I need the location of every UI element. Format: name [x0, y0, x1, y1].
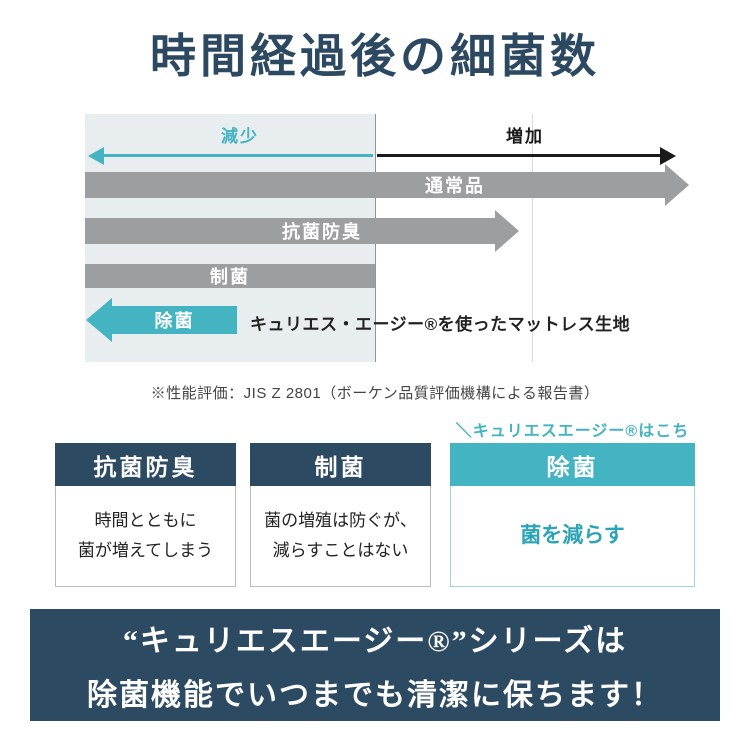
card-sterilizing-body: 菌を減らす	[450, 486, 695, 587]
card-antibacterial-deodorant-header: 抗菌防臭	[55, 443, 236, 486]
bar-regular-product: 通常品	[85, 172, 665, 198]
comparison-section: ＼キュリエスエージー®はこちら／ 抗菌防臭 時間とともに 菌が増えてしまう 制菌…	[0, 417, 750, 589]
card-bacteriostatic-body: 菌の増殖は防ぐが、 減らすことはない	[250, 486, 431, 587]
card-antibacterial-deodorant: 抗菌防臭 時間とともに 菌が増えてしまう	[55, 443, 236, 587]
bar-antibacterial-deodorant-label: 抗菌防臭	[282, 222, 362, 242]
bar-antibacterial-deodorant: 抗菌防臭	[85, 218, 495, 244]
bar-sterilizing: 除菌	[112, 306, 237, 334]
performance-footnote: ※性能評価：JIS Z 2801（ボーケン品質評価機構による報告書）	[150, 385, 600, 402]
increase-direction-arrow	[377, 154, 660, 157]
bar-bacteriostatic-label: 制菌	[210, 267, 250, 287]
bacteria-count-chart: 減少 増加 通常品 抗菌防臭 制菌 除菌 キュリエス・エージー®を使ったマットレ…	[0, 110, 750, 372]
card-antibacterial-deodorant-body: 時間とともに 菌が増えてしまう	[55, 486, 236, 587]
grid-line	[532, 114, 533, 362]
card-bacteriostatic: 制菌 菌の増殖は防ぐが、 減らすことはない	[250, 443, 431, 587]
banner-line1: “キュリエスエージー®”シリーズは	[122, 625, 628, 658]
mattress-fabric-note: キュリエス・エージー®を使ったマットレス生地	[250, 315, 631, 334]
card-bacteriostatic-header: 制菌	[250, 443, 431, 486]
bottom-banner: “キュリエスエージー®”シリーズは 除菌機能でいつまでも清潔に保ちます！	[30, 609, 720, 721]
increase-axis-label: 増加	[506, 127, 544, 146]
bar-regular-product-label: 通常品	[425, 176, 485, 196]
card-sterilizing-header: 除菌	[450, 443, 695, 486]
decrease-direction-arrow	[104, 154, 373, 157]
decrease-axis-label: 減少	[221, 127, 259, 146]
page-title: 時間経過後の細菌数	[150, 31, 600, 82]
card-sterilizing: 除菌 菌を減らす	[450, 443, 695, 587]
banner-line2: 除菌機能でいつまでも清潔に保ちます！	[87, 679, 663, 712]
bar-sterilizing-label: 除菌	[154, 311, 195, 331]
bar-bacteriostatic: 制菌	[85, 264, 375, 288]
